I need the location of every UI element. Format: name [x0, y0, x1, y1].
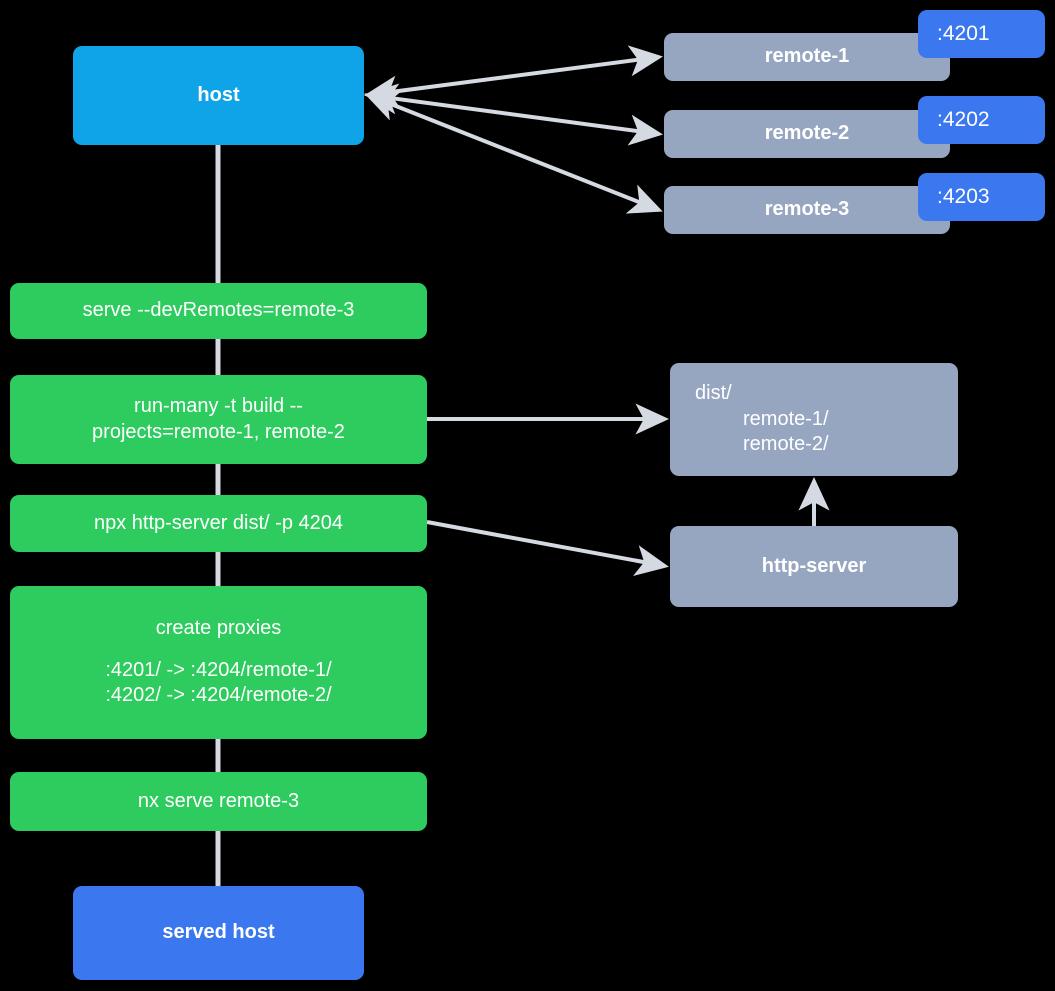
badge-port-remote-3[interactable]: :4203 — [918, 173, 1045, 221]
node-remote-2[interactable]: remote-2 — [664, 110, 950, 158]
node-step-npx-http-server[interactable]: npx http-server dist/ -p 4204 — [10, 495, 427, 552]
badge-port-remote-2[interactable]: :4202 — [918, 96, 1045, 144]
node-remote-1-label: remote-1 — [764, 45, 850, 68]
node-step-nx-serve-remote-3[interactable]: nx serve remote-3 — [10, 772, 427, 831]
node-step-create-proxies[interactable]: create proxies :4201/ -> :4204/remote-1/… — [10, 586, 427, 739]
node-step-2-line-1: run-many -t build -- — [134, 394, 303, 417]
badge-port-remote-1-label: :4201 — [937, 21, 990, 45]
node-served-host-label: served host — [162, 921, 275, 944]
node-remote-3-label: remote-3 — [764, 198, 850, 221]
node-http-server-label: http-server — [761, 554, 867, 577]
node-step-4-line-1: create proxies — [155, 617, 282, 640]
node-step-serve-devremotes[interactable]: serve --devRemotes=remote-3 — [10, 283, 427, 339]
edge-host-remote-2 — [364, 83, 663, 146]
edge-host-remote-1 — [364, 45, 663, 107]
node-step-4-line-2: :4201/ -> :4204/remote-1/ — [105, 658, 332, 681]
edge-host-remote-3 — [364, 91, 663, 214]
badge-port-remote-3-label: :4203 — [937, 184, 990, 208]
node-dist-folder[interactable]: dist/ remote-1/ remote-2/ — [670, 363, 958, 476]
node-step-run-many-build[interactable]: run-many -t build -- projects=remote-1, … — [10, 375, 427, 464]
node-remote-1[interactable]: remote-1 — [664, 33, 950, 81]
node-step-1-line-1: serve --devRemotes=remote-3 — [82, 299, 355, 322]
node-step-4-line-3: :4202/ -> :4204/remote-2/ — [105, 684, 332, 707]
node-served-host[interactable]: served host — [73, 886, 364, 980]
badge-port-remote-2-label: :4202 — [937, 107, 990, 131]
node-host-label: host — [197, 83, 240, 106]
badge-port-remote-1[interactable]: :4201 — [918, 10, 1045, 58]
node-http-server[interactable]: http-server — [670, 526, 958, 607]
node-remote-2-label: remote-2 — [764, 122, 850, 145]
node-step-3-line-1: npx http-server dist/ -p 4204 — [93, 511, 343, 534]
node-dist-line-1: dist/ — [695, 382, 732, 405]
node-dist-line-2: remote-1/ — [743, 407, 829, 430]
node-host[interactable]: host — [73, 46, 364, 145]
node-step-5-line-1: nx serve remote-3 — [137, 789, 300, 812]
node-remote-3[interactable]: remote-3 — [664, 186, 950, 234]
node-dist-line-3: remote-2/ — [743, 433, 829, 456]
edge-npx-to-http-server — [426, 520, 669, 576]
node-step-2-line-2: projects=remote-1, remote-2 — [92, 420, 345, 443]
